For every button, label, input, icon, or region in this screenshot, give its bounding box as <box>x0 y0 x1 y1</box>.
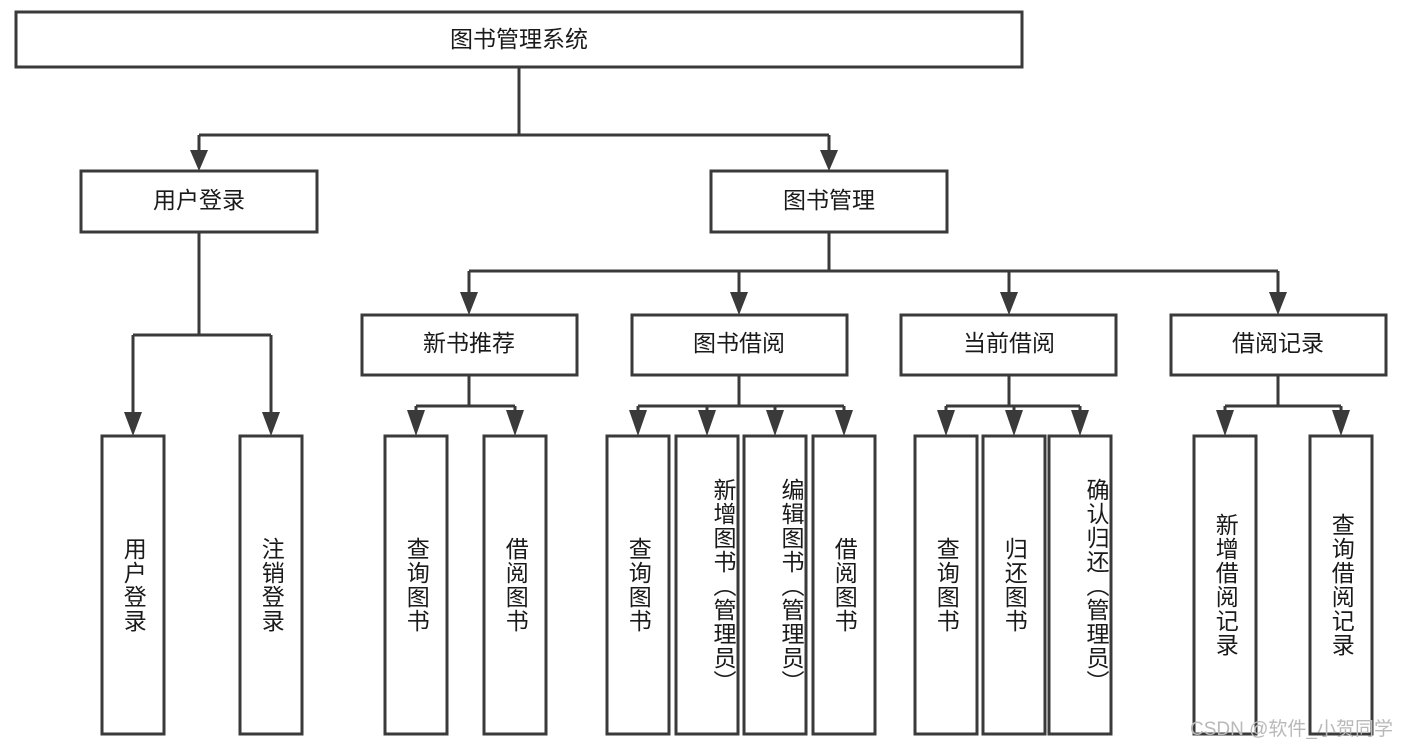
leaf-current-borrow-1[interactable]: 查询图书 <box>913 434 979 736</box>
leaf-current-borrow-2[interactable]: 归还图书 <box>981 434 1047 736</box>
leaf-current-borrow-1-box[interactable] <box>913 434 979 736</box>
node-user-login-label: 用户登录 <box>153 187 245 213</box>
node-root[interactable]: 图书管理系统 <box>14 10 1024 69</box>
arrow-book-borrow-leaf-3 <box>766 410 784 436</box>
leaf-book-borrow-4[interactable]: 借阅图书 <box>811 434 877 736</box>
leaf-book-borrow-1-box[interactable] <box>605 434 671 736</box>
node-borrow-record-box[interactable] <box>1169 313 1388 377</box>
leaf-book-borrow-3-box[interactable] <box>742 434 808 736</box>
leaf-book-borrow-4-label: 借阅图书 <box>831 537 858 633</box>
arrow-book-borrow-leaf-2 <box>698 410 716 436</box>
connector-layer <box>124 67 1350 436</box>
node-user-login[interactable]: 用户登录 <box>79 169 319 234</box>
arrow-to-book-manage <box>820 150 838 171</box>
arrow-to-borrow-record <box>1269 292 1287 315</box>
arrow-current-borrow-leaf-3 <box>1071 410 1089 436</box>
leaf-book-borrow-4-box[interactable] <box>811 434 877 736</box>
node-book-manage-box[interactable] <box>709 169 949 234</box>
arrow-current-borrow-leaf-1 <box>937 410 955 436</box>
leaf-user-login-2-box[interactable] <box>238 434 304 736</box>
leaf-current-borrow-1-label: 查询图书 <box>933 537 960 633</box>
node-book-borrow-label: 图书借阅 <box>693 330 785 356</box>
leaf-borrow-record-2-label: 查询借阅记录 <box>1328 513 1355 657</box>
arrow-to-user-login <box>190 150 208 171</box>
leaf-new-book-2-box[interactable] <box>482 434 548 736</box>
arrow-new-book-leaf-2 <box>506 410 524 436</box>
arrow-book-borrow-leaf-4 <box>835 410 853 436</box>
leaf-book-borrow-2-label: 新增图书（管理员） <box>710 478 736 694</box>
leaf-current-borrow-3-box[interactable] <box>1047 434 1113 736</box>
arrow-borrow-record-leaf-1 <box>1216 410 1234 436</box>
arrow-new-book-leaf-1 <box>407 410 425 436</box>
leaf-new-book-1-box[interactable] <box>383 434 449 736</box>
node-current-borrow-label: 当前借阅 <box>963 330 1055 356</box>
node-new-book-recommend-box[interactable] <box>360 313 579 377</box>
leaf-new-book-1-label: 查询图书 <box>403 537 430 633</box>
leaf-current-borrow-3[interactable]: 确认归还（管理员） <box>1047 434 1113 736</box>
node-book-manage-label: 图书管理 <box>783 187 875 213</box>
leaf-current-borrow-3-label: 确认归还（管理员） <box>1083 478 1109 694</box>
leaf-user-login-2[interactable]: 注销登录 <box>238 434 304 736</box>
leaf-borrow-record-1-label: 新增借阅记录 <box>1212 513 1239 657</box>
node-book-manage[interactable]: 图书管理 <box>709 169 949 234</box>
leaf-book-borrow-3-label: 编辑图书（管理员） <box>778 478 804 694</box>
leaf-new-book-1[interactable]: 查询图书 <box>383 434 449 736</box>
node-borrow-record-label: 借阅记录 <box>1232 330 1324 356</box>
arrow-current-borrow-leaf-2 <box>1005 410 1023 436</box>
leaf-borrow-record-1-box[interactable] <box>1192 434 1258 736</box>
arrow-user-login-leaf-2 <box>262 412 280 436</box>
node-borrow-record[interactable]: 借阅记录 <box>1169 313 1388 377</box>
node-root-label: 图书管理系统 <box>450 26 588 52</box>
leaf-user-login-1-box[interactable] <box>100 434 166 736</box>
node-user-login-box[interactable] <box>79 169 319 234</box>
node-current-borrow-box[interactable] <box>899 313 1118 377</box>
leaf-current-borrow-2-box[interactable] <box>981 434 1047 736</box>
leaf-borrow-record-1[interactable]: 新增借阅记录 <box>1192 434 1258 736</box>
leaf-current-borrow-2-label: 归还图书 <box>1001 537 1028 633</box>
arrow-book-borrow-leaf-1 <box>629 410 647 436</box>
node-book-borrow[interactable]: 图书借阅 <box>630 313 849 377</box>
leaf-user-login-1[interactable]: 用户登录 <box>100 434 166 736</box>
leaf-book-borrow-2[interactable]: 新增图书（管理员） <box>674 434 740 736</box>
arrow-to-current-borrow <box>1000 292 1018 315</box>
arrow-user-login-leaf-1 <box>124 412 142 436</box>
leaf-book-borrow-3[interactable]: 编辑图书（管理员） <box>742 434 808 736</box>
arrow-borrow-record-leaf-2 <box>1332 410 1350 436</box>
arrow-to-new-book <box>460 292 478 315</box>
leaf-book-borrow-2-box[interactable] <box>674 434 740 736</box>
node-new-book-recommend-label: 新书推荐 <box>423 330 515 356</box>
leaf-borrow-record-2-box[interactable] <box>1308 434 1374 736</box>
leaf-user-login-2-label: 注销登录 <box>258 537 285 633</box>
leaf-book-borrow-1[interactable]: 查询图书 <box>605 434 671 736</box>
leaf-user-login-1-label: 用户登录 <box>120 537 147 633</box>
leaf-book-borrow-1-label: 查询图书 <box>625 537 652 633</box>
leaf-borrow-record-2[interactable]: 查询借阅记录 <box>1308 434 1374 736</box>
node-root-box[interactable] <box>14 10 1024 69</box>
leaf-new-book-2-label: 借阅图书 <box>502 537 529 633</box>
node-current-borrow[interactable]: 当前借阅 <box>899 313 1118 377</box>
node-book-borrow-box[interactable] <box>630 313 849 377</box>
arrow-to-book-borrow <box>730 292 748 315</box>
node-new-book-recommend[interactable]: 新书推荐 <box>360 313 579 377</box>
leaf-new-book-2[interactable]: 借阅图书 <box>482 434 548 736</box>
